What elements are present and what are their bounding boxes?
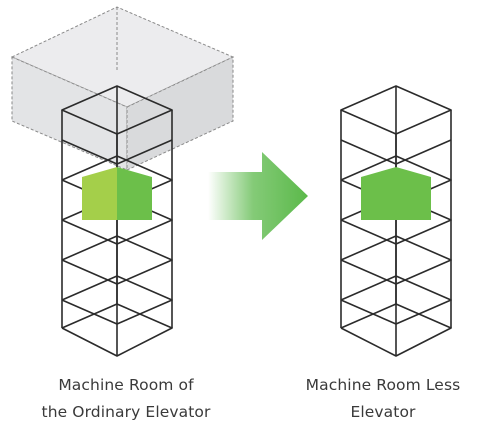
transition-arrow bbox=[208, 152, 308, 240]
ordinary-elevator-cabin bbox=[82, 167, 152, 220]
machine-room-less-caption: Machine Room Less Elevator bbox=[280, 372, 483, 426]
machine-room-less-caption-line2: Elevator bbox=[350, 403, 416, 421]
machine-room-less-caption-line1: Machine Room Less bbox=[305, 376, 461, 394]
ordinary-elevator-caption-line1: Machine Room of bbox=[58, 376, 194, 394]
ordinary-elevator-caption: Machine Room of the Ordinary Elevator bbox=[10, 372, 242, 426]
machine-room-less-elevator-shaft bbox=[340, 85, 452, 357]
machine-room-less-elevator-cabin bbox=[361, 167, 431, 220]
ordinary-elevator-caption-line2: the Ordinary Elevator bbox=[41, 403, 211, 421]
